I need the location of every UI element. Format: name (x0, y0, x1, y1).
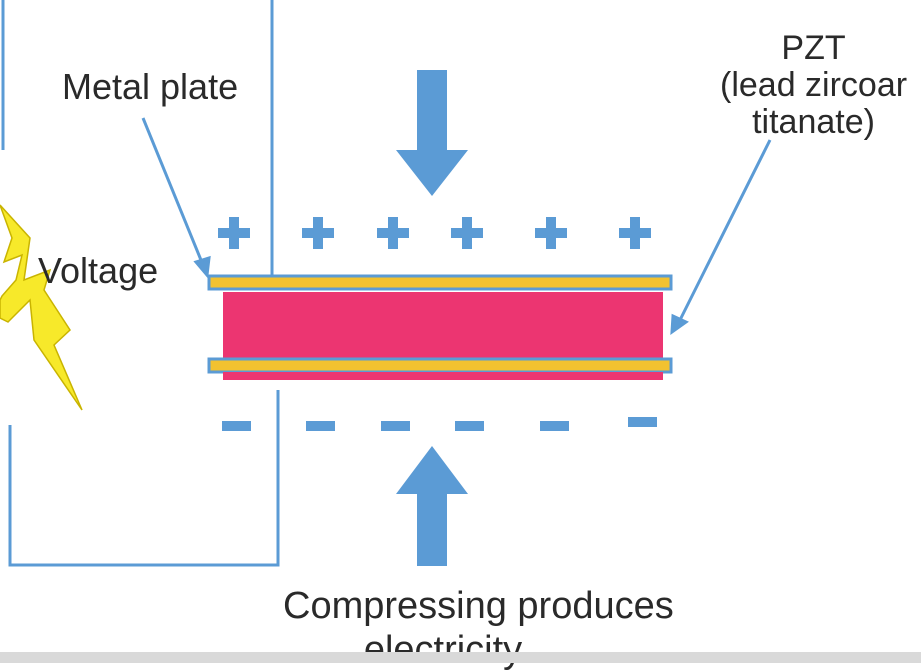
pzt-label-line3: titanate) (752, 103, 875, 141)
pzt-pointer (678, 139, 772, 321)
pzt-crystal-base (223, 372, 663, 380)
circuit-wire (1, 0, 280, 567)
wire-bottom-loop (8, 390, 280, 567)
plus-icon (619, 217, 651, 249)
minus-icon (540, 421, 569, 431)
bottom-bar (0, 652, 921, 663)
compress-caption-line2: electricity (363, 629, 523, 671)
metal-plate-label: Metal plate (62, 66, 239, 107)
minus-icon (628, 417, 657, 427)
plus-icon (451, 217, 483, 249)
down-arrow-icon (396, 70, 468, 196)
plus-signs (218, 217, 651, 249)
lightning-bolt-icon (0, 204, 83, 411)
minus-icon (381, 421, 410, 431)
pzt-label: PZT (lead zircoar titanate) (720, 30, 907, 141)
pzt-label-line1: PZT (781, 29, 846, 67)
compress-caption-line1: Compressing produces (283, 585, 674, 627)
minus-icon (306, 421, 335, 431)
pzt-crystal (223, 292, 663, 358)
up-arrow-icon (396, 446, 468, 566)
plus-icon (302, 217, 334, 249)
metal-plate-pointer (141, 117, 205, 266)
plus-icon (535, 217, 567, 249)
top-metal-plate (207, 274, 673, 291)
pzt-pointer-head (670, 313, 689, 336)
minus-icon (222, 421, 251, 431)
bottom-metal-plate (207, 357, 673, 374)
plus-icon (218, 217, 250, 249)
pzt-label-line2: (lead zircoar (720, 66, 908, 104)
compress-caption: Compressing produces electricity (283, 584, 674, 672)
minus-signs (222, 417, 657, 431)
voltage-label: Voltage (38, 250, 159, 291)
minus-icon (455, 421, 484, 431)
metal-plate-pointer-head (193, 255, 211, 279)
plus-icon (377, 217, 409, 249)
pointer-lines (141, 117, 772, 336)
